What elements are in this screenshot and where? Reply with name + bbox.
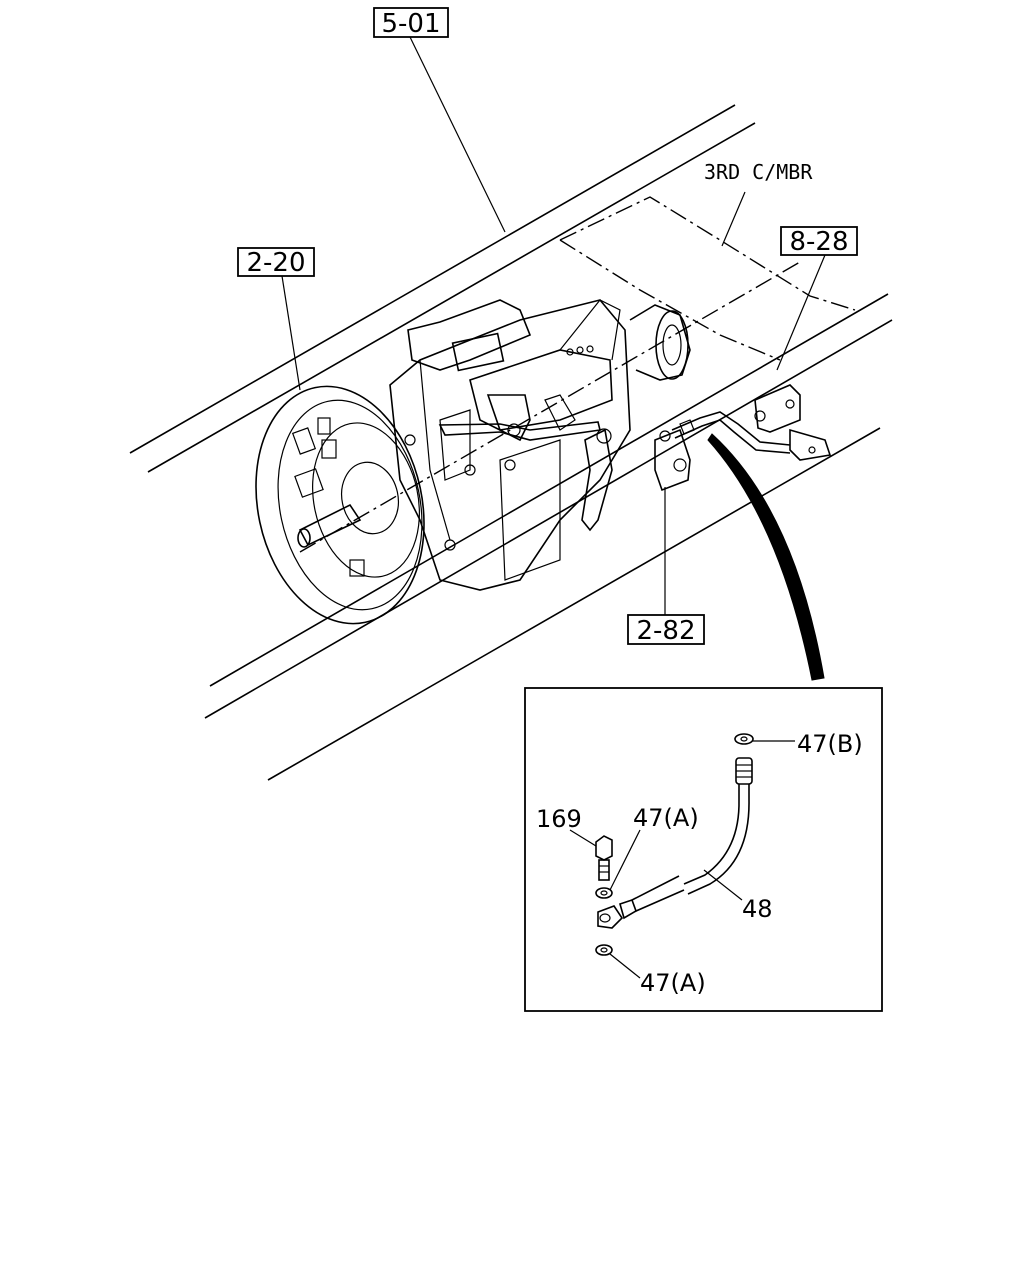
ref-box-5-01[interactable]: 5-01 (373, 7, 449, 39)
part-47a-bottom-label: 47(A) (640, 969, 706, 997)
transmission-assembly (255, 299, 691, 625)
ref-5-01-text: 5-01 (381, 9, 440, 39)
third-crossmember-label: 3RD C/MBR (704, 160, 813, 184)
ref-8-28-text: 8-28 (789, 227, 848, 257)
ref-box-2-82[interactable]: 2-82 (627, 614, 705, 646)
bolt-169 (569, 829, 613, 881)
part-48-label: 48 (742, 895, 773, 923)
banjo-fitting (597, 905, 624, 929)
part-47b-label: 47(B) (797, 730, 863, 758)
third-crossmember (559, 196, 856, 361)
part-169-label: 169 (536, 805, 582, 833)
hose-installed (671, 411, 791, 454)
bracket-8-28 (754, 384, 832, 461)
detail-callout-pointer (707, 433, 825, 681)
ref-2-20-text: 2-20 (246, 248, 305, 278)
ref-box-2-20[interactable]: 2-20 (237, 247, 315, 278)
leader-lines (281, 36, 826, 615)
ref-2-82-text: 2-82 (636, 616, 695, 646)
part-47a-top-label: 47(A) (633, 804, 699, 832)
frame-rails (129, 104, 893, 781)
washer-47a-bottom (595, 944, 641, 979)
ref-box-8-28[interactable]: 8-28 (780, 226, 858, 257)
connector-block (654, 428, 691, 492)
washer-47b (734, 733, 795, 745)
hose-48 (619, 757, 753, 920)
detail-box: 47(B) 169 47(A) 48 47(A) (524, 687, 883, 1012)
washer-47a-top (595, 829, 641, 899)
